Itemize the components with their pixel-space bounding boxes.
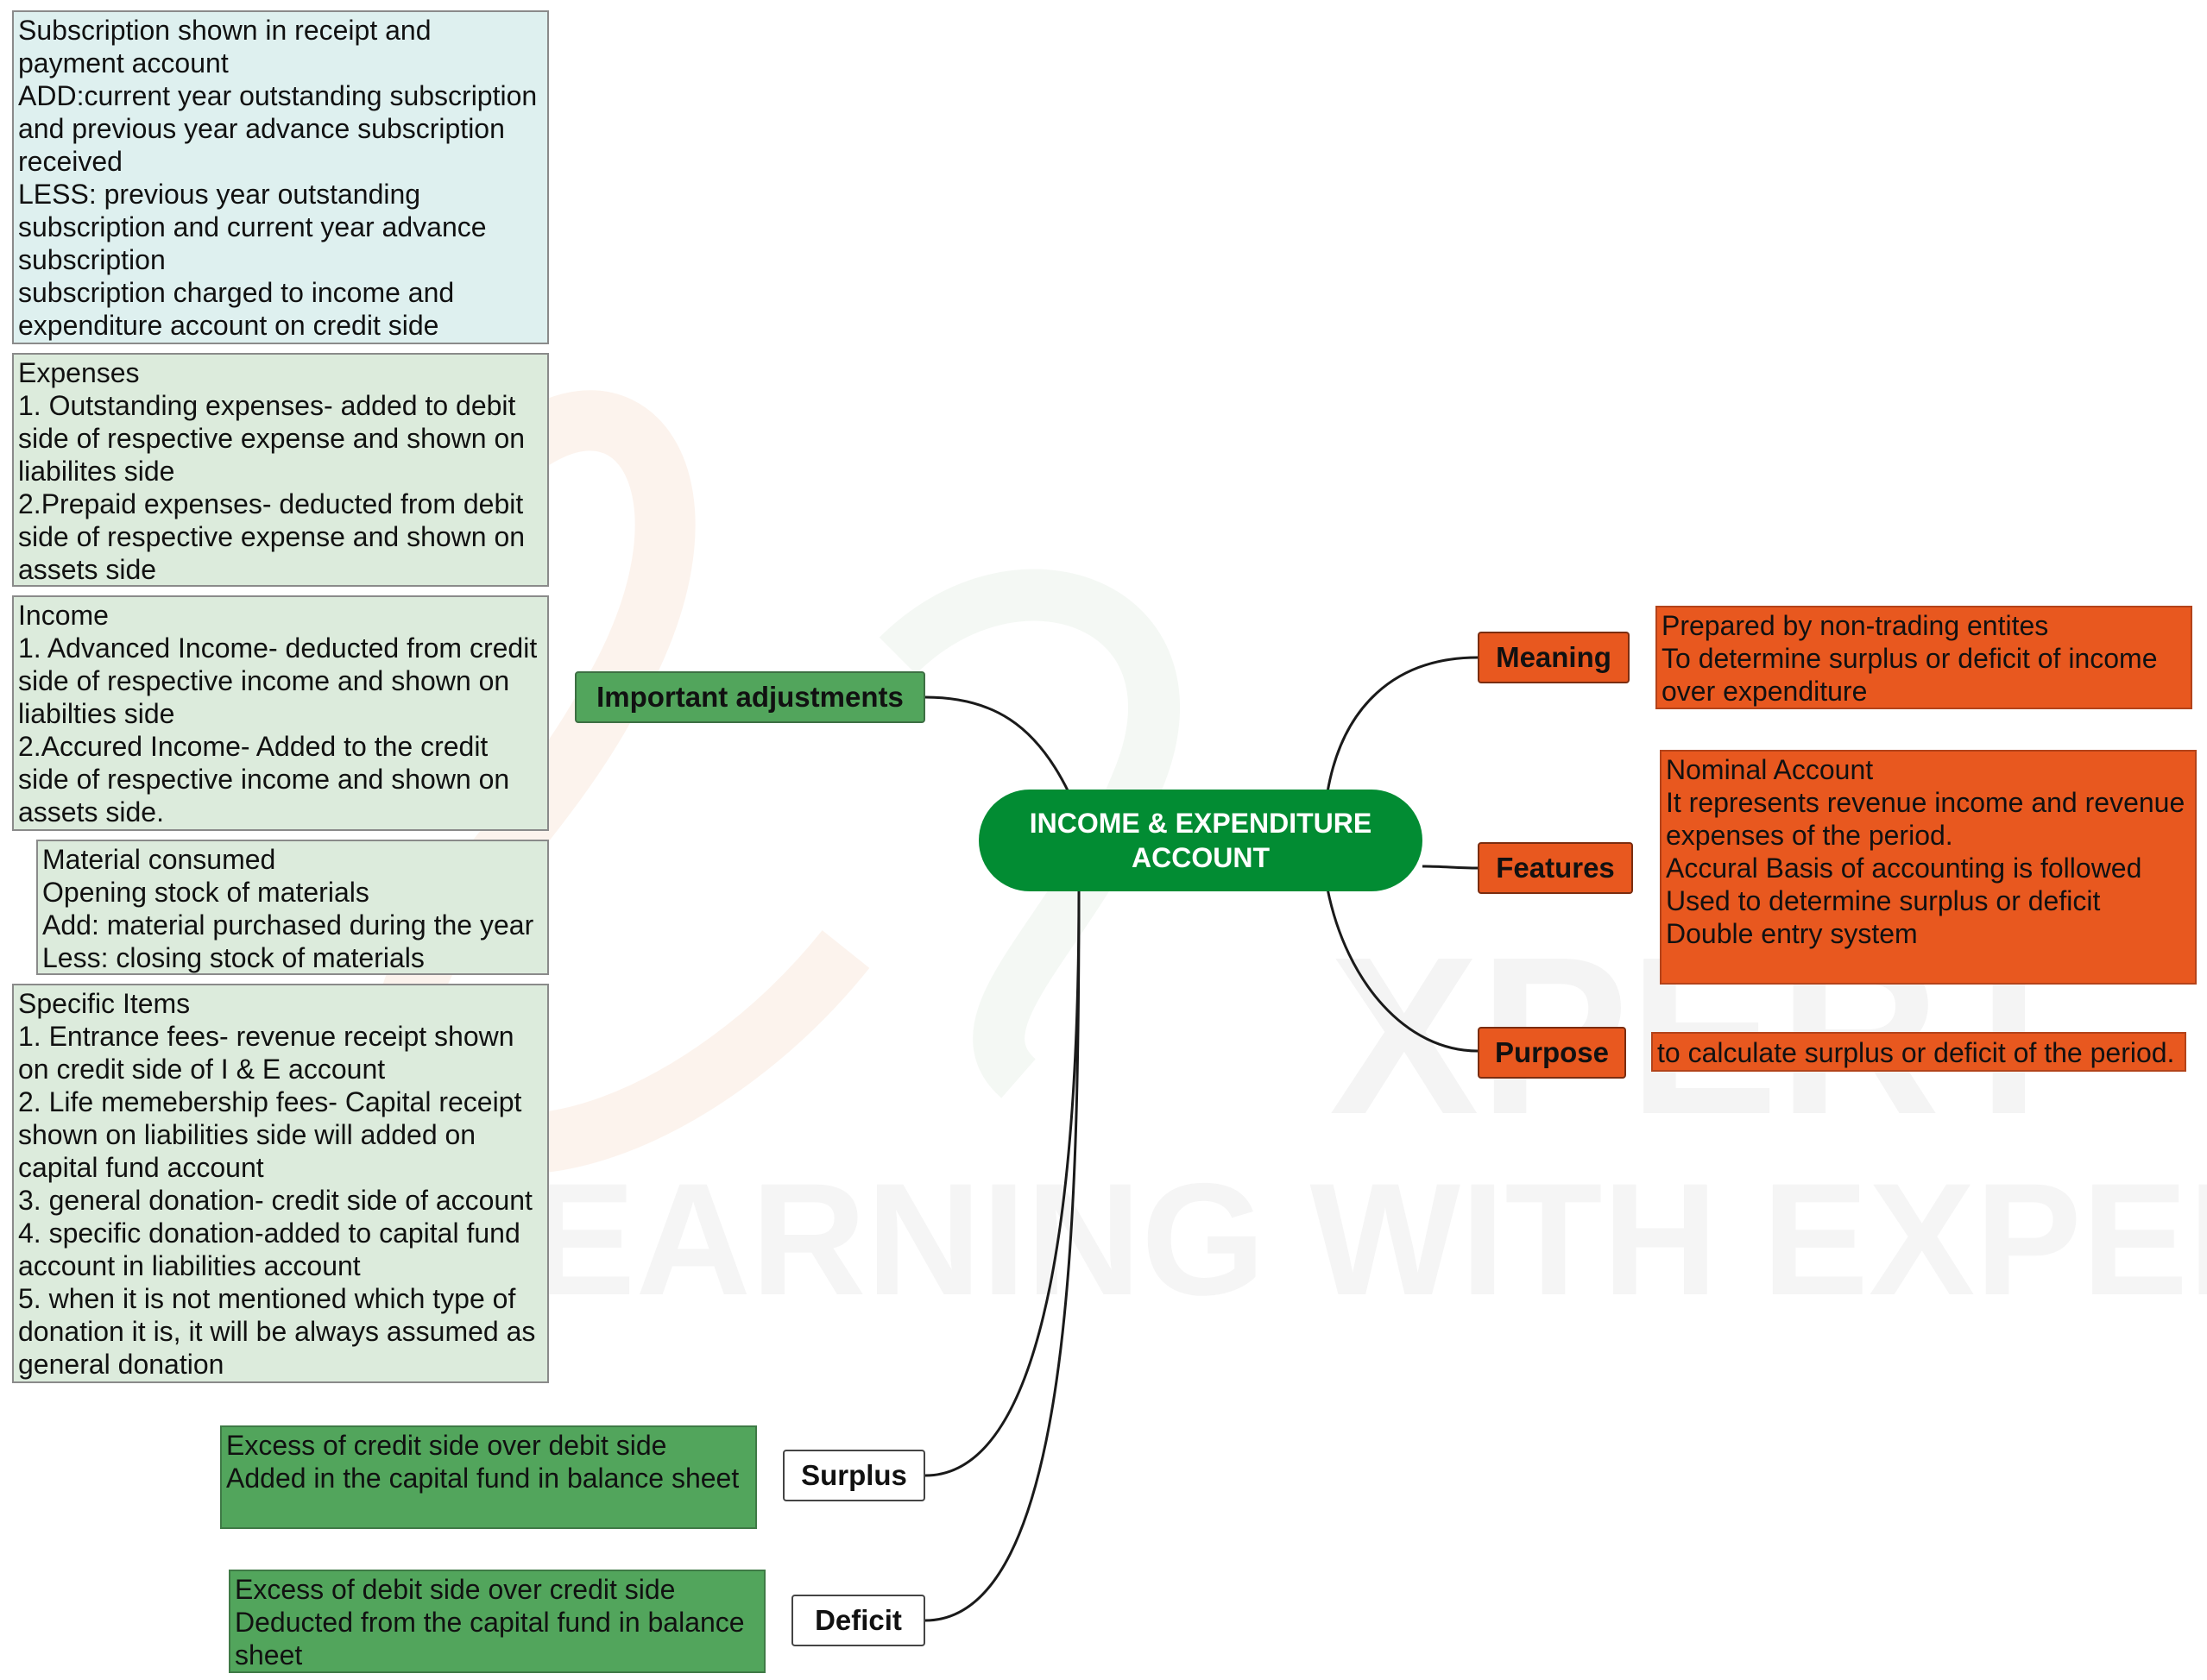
central-topic-line2: ACCOUNT	[1132, 842, 1270, 873]
connector-meaning	[1326, 656, 1479, 793]
specific-items-note: Specific Items 1. Entrance fees- revenue…	[12, 984, 549, 1383]
purpose-note: to calculate surplus or deficit of the p…	[1651, 1032, 2186, 1072]
central-topic[interactable]: INCOME & EXPENDITURE ACCOUNT	[979, 790, 1422, 891]
subscription-note: Subscription shown in receipt and paymen…	[12, 10, 549, 344]
features-note: Nominal Account It represents revenue in…	[1660, 750, 2197, 985]
connector-deficit	[924, 890, 1081, 1622]
surplus-note: Excess of credit side over debit side Ad…	[220, 1425, 757, 1529]
central-topic-line1: INCOME & EXPENDITURE	[1029, 808, 1372, 839]
connector-purpose	[1326, 888, 1479, 1053]
expenses-note: Expenses 1. Outstanding expenses- added …	[12, 353, 549, 587]
features-node[interactable]: Features	[1478, 842, 1633, 894]
income-note: Income 1. Advanced Income- deducted from…	[12, 595, 549, 831]
purpose-node[interactable]: Purpose	[1478, 1027, 1626, 1079]
surplus-node[interactable]: Surplus	[783, 1450, 925, 1501]
material-note: Material consumed Opening stock of mater…	[36, 840, 549, 975]
meaning-note: Prepared by non-trading entites To deter…	[1655, 606, 2192, 709]
important-adjustments-node[interactable]: Important adjustments	[575, 671, 925, 723]
connector-features	[1422, 865, 1479, 870]
connector-surplus	[924, 890, 1081, 1477]
meaning-node[interactable]: Meaning	[1478, 632, 1630, 683]
deficit-node[interactable]: Deficit	[791, 1595, 925, 1646]
deficit-note: Excess of debit side over credit side De…	[229, 1570, 766, 1673]
watermark-tagline: LEARNING WITH EXPERTS	[432, 1151, 2207, 1329]
connector-important	[924, 695, 1070, 793]
